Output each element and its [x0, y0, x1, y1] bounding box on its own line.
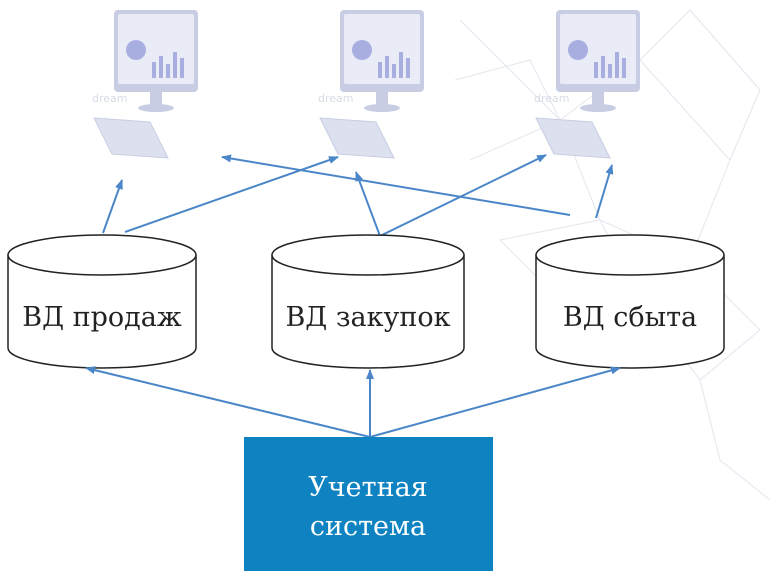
- database-purchases: ВД закупок: [271, 234, 465, 369]
- database-icon: [7, 234, 197, 369]
- database-label: ВД продаж: [22, 302, 182, 333]
- computer-icon: dream: [318, 10, 424, 159]
- arrow-distribution-to-ws1: [221, 154, 571, 216]
- workstation-2: dream: [318, 10, 424, 159]
- watermark-text: dream: [318, 92, 354, 105]
- database-distribution: ВД сбыта: [535, 234, 725, 369]
- arrow-sales-to-ws1: [102, 179, 123, 234]
- computer-icon: dream: [534, 10, 640, 159]
- arrow-source-to-sales: [85, 366, 371, 438]
- database-label: ВД закупок: [285, 302, 450, 333]
- source-accounting-system: Учетная система: [244, 437, 493, 571]
- watermark-text: dream: [92, 92, 128, 105]
- watermark-text: dream: [534, 92, 570, 105]
- database-sales: ВД продаж: [7, 234, 197, 369]
- arrows-to-databases: [85, 366, 621, 438]
- arrow-purchases-to-ws3: [379, 154, 547, 237]
- source-system-label-line1: Учетная: [308, 472, 427, 503]
- arrow-sales-to-ws2: [124, 156, 339, 233]
- database-icon: [271, 234, 465, 369]
- arrows-to-workstations: [102, 154, 614, 237]
- workstation-1: dream: [92, 10, 198, 159]
- database-icon: [535, 234, 725, 369]
- arrow-purchases-to-ws2: [355, 171, 381, 237]
- source-system-box: [244, 437, 493, 571]
- workstation-3: dream: [534, 10, 640, 159]
- source-system-label-line2: система: [310, 511, 426, 542]
- arrow-distribution-to-ws3: [595, 164, 614, 219]
- computer-icon: dream: [92, 10, 198, 159]
- database-label: ВД сбыта: [563, 302, 697, 333]
- arrow-source-to-distribution: [369, 366, 621, 438]
